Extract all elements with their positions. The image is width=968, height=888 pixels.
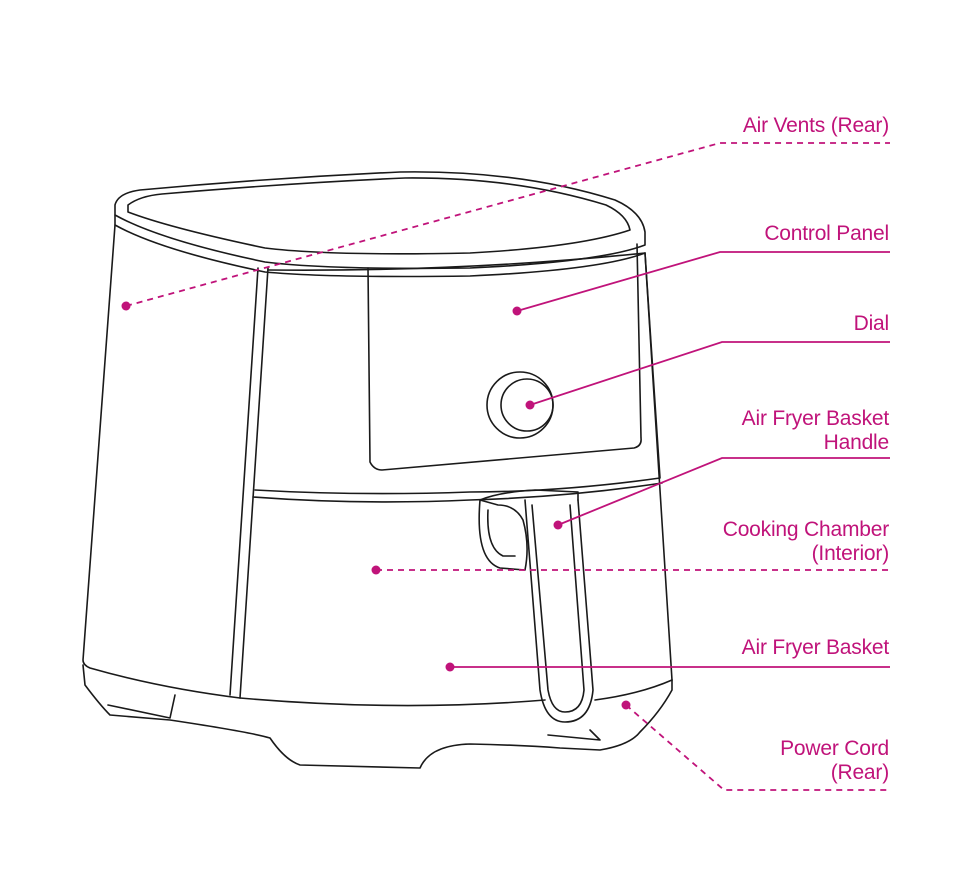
label-power-cord-line1: Power Cord	[780, 737, 889, 760]
marker-power-cord	[621, 700, 631, 710]
housing-front-left-edge	[239, 267, 269, 699]
label-cooking-chamber: Cooking Chamber (Interior)	[723, 518, 889, 566]
label-dial: Dial	[853, 312, 890, 336]
label-control-panel: Control Panel	[764, 222, 889, 246]
lid-outline	[114, 171, 646, 270]
label-basket: Air Fryer Basket	[741, 636, 890, 660]
label-air-vents: Air Vents (Rear)	[743, 114, 889, 138]
leader-basket-handle	[557, 457, 890, 526]
control-panel-window	[367, 243, 642, 471]
lid-ridge	[114, 214, 646, 278]
handle-bracket-inner	[486, 509, 516, 557]
label-cooking-chamber-line1: Cooking Chamber	[722, 518, 889, 541]
label-basket-text: Air Fryer Basket	[741, 636, 890, 659]
marker-air-vents	[121, 301, 131, 311]
label-dial-text: Dial	[853, 312, 890, 335]
dial-outer	[486, 371, 554, 439]
lid-inner-rim	[127, 177, 631, 255]
base-outline	[82, 664, 673, 769]
base-foot-right	[547, 729, 601, 741]
housing-left-side	[82, 224, 241, 699]
marker-basket-handle	[553, 520, 563, 530]
base-foot-left	[107, 694, 176, 719]
handle-bracket	[478, 499, 528, 571]
upper-panel	[254, 252, 661, 495]
label-control-panel-text: Control Panel	[764, 222, 889, 245]
label-basket-handle: Air Fryer Basket Handle	[741, 407, 890, 455]
leader-air-vents	[125, 142, 890, 307]
marker-control-panel	[512, 306, 522, 316]
handle-grip-inner	[531, 504, 585, 713]
basket-lower-edge	[239, 697, 546, 707]
label-air-vents-text: Air Vents (Rear)	[742, 114, 889, 137]
label-power-cord-line2: (Rear)	[830, 761, 890, 784]
label-cooking-chamber-line2: (Interior)	[811, 542, 890, 565]
marker-dial	[525, 400, 535, 410]
label-power-cord: Power Cord (Rear)	[780, 737, 889, 785]
leader-dial	[529, 341, 890, 406]
dial-inner	[500, 378, 554, 432]
basket-right-lower	[594, 679, 673, 701]
housing-inner-left-edge	[229, 267, 259, 696]
marker-cooking-chamber	[371, 565, 381, 575]
label-basket-handle-line2: Handle	[823, 431, 890, 454]
label-basket-handle-line1: Air Fryer Basket	[741, 407, 890, 430]
basket-seam	[252, 482, 663, 503]
handle-grip	[524, 499, 594, 723]
handle-top	[479, 489, 579, 501]
leader-control-panel	[516, 251, 890, 312]
marker-basket	[445, 662, 455, 672]
